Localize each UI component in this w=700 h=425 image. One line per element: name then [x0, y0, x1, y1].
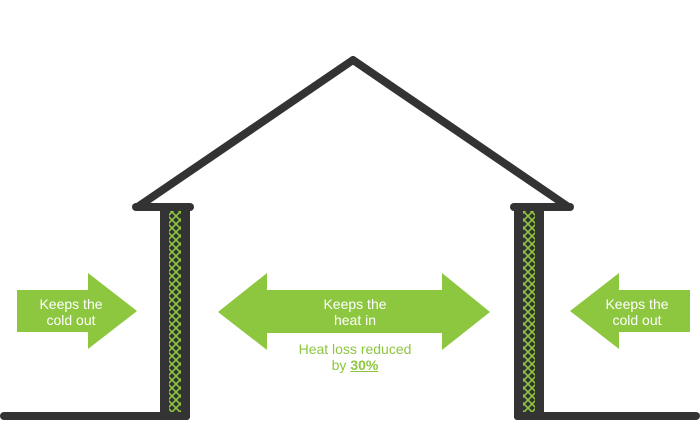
arrow-left-right-pointing: [17, 273, 137, 349]
arrow-left-label-line1: Keeps the: [39, 296, 103, 312]
arrow-center-label-line1: Keeps the: [323, 296, 387, 312]
arrow-right-label-line1: Keeps the: [605, 296, 669, 312]
arrow-center-label-line2: heat in: [333, 312, 377, 328]
heat-loss-note: Heat loss reduced by 30%: [270, 341, 440, 373]
arrow-center-label: Keeps the heat in: [290, 296, 420, 328]
insulation-left: [169, 211, 181, 414]
heat-loss-note-prefix: by: [331, 357, 351, 373]
arrow-left-label: Keeps the cold out: [20, 296, 122, 328]
heat-loss-note-line2: by 30%: [270, 357, 440, 373]
arrow-center-double: [218, 273, 490, 350]
house-roof: [135, 56, 571, 210]
heat-loss-value: 30%: [350, 357, 379, 373]
arrow-left-label-line2: cold out: [46, 312, 96, 328]
arrow-right-label-line2: cold out: [612, 312, 662, 328]
arrow-right-left-pointing: [570, 273, 690, 349]
arrow-right-label: Keeps the cold out: [584, 296, 690, 328]
heat-loss-note-line1: Heat loss reduced: [298, 341, 412, 357]
insulation-right: [523, 211, 535, 414]
